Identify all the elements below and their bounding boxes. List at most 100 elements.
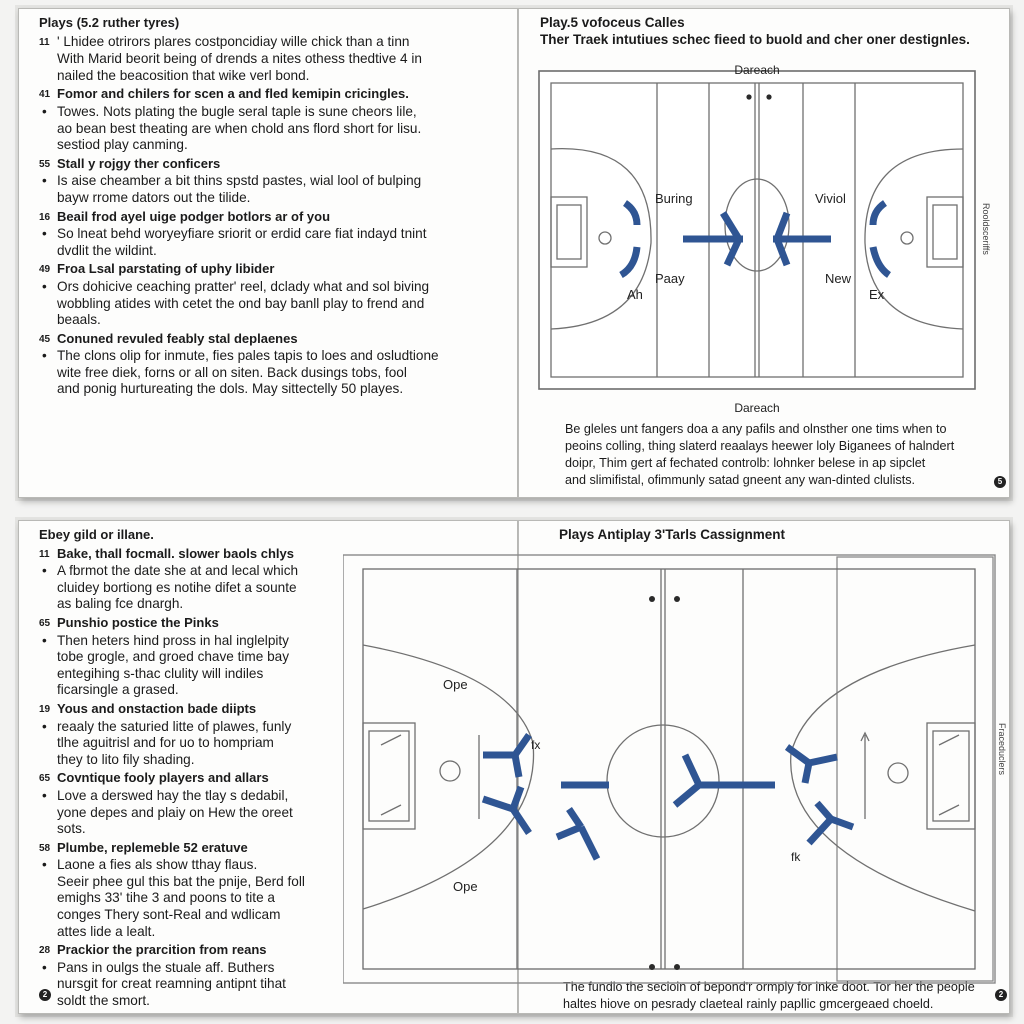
left-penalty-arc (362, 644, 535, 910)
left-goal-box (550, 196, 588, 268)
play-number: 65 (39, 773, 51, 785)
caption-line: Be gleles unt fangers doa a any pafils a… (565, 422, 947, 436)
play-description: ficarsingle a grased. (57, 682, 179, 698)
play-number: 41 (39, 89, 51, 101)
play-description: Towes. Nots plating the bugle seral tapl… (57, 103, 417, 119)
play-description: wobbling atides with cetet the ond bay b… (57, 295, 425, 311)
field-label: Ah (627, 287, 643, 302)
play-description: conges Thery sont-Real and wdlicam (57, 907, 281, 923)
play-description: they to lito fily shading. (57, 751, 195, 767)
player-marker (622, 200, 641, 226)
caption-line: haltes hiove on pesrady claeteal rainly … (563, 997, 934, 1011)
play-title: Stall y rojgy ther conficers (57, 155, 221, 171)
page-number: 2 (995, 989, 1007, 1001)
play-number: 19 (39, 703, 51, 715)
right-penalty-arc (864, 148, 964, 330)
play-item: 11' Lhidee otrirors plares costponcidiay… (39, 34, 509, 85)
play-title: Bake, thall focmall. slower baols chlys (57, 545, 294, 561)
play-description: entegihing s-thac clulity will indiles (57, 665, 264, 681)
right-penalty-arc (790, 644, 976, 912)
page-number: 5 (994, 476, 1006, 488)
center-circle (724, 178, 790, 272)
soccer-field-diagram-top: Dareach Dareach Rooldsceriffs Buring Paa… (538, 63, 991, 413)
field-outer-border (836, 556, 994, 982)
play-description: attes lide a lealt. (57, 923, 156, 939)
field-side-label: Fraceduclers (997, 723, 1007, 776)
play-description: tobe grogle, and groed chave time bay (57, 649, 290, 665)
play-description: and ponig hurtureating the dols. May sit… (57, 381, 404, 397)
section-heading: Plays (5.2 ruther tyres) (39, 15, 180, 30)
play-description: soldt the smort. (57, 993, 150, 1009)
play-description: sestiod play canming. (57, 137, 188, 153)
right-goal-box (926, 196, 964, 268)
play-description: tlhe aguitrisl and for uo to hompriam (57, 735, 274, 751)
field-label: Dareach (734, 401, 779, 413)
player-marker (806, 800, 855, 846)
play-title: Plumbe, replemeble 52 eratuve (57, 839, 248, 855)
right-penalty-spot (887, 762, 909, 784)
play-description: emighs 33' tihe 3 and poons to tite a (57, 890, 275, 906)
play-description: ao bean best theating are when chold ans… (57, 120, 422, 136)
player-marker (672, 753, 775, 808)
left-page-top: Plays (5.2 ruther tyres) 11' Lhidee otri… (19, 9, 517, 497)
right-penalty-spot (900, 231, 914, 245)
player-marker (481, 785, 532, 835)
player-marker (869, 200, 888, 226)
left-penalty-spot (598, 231, 612, 245)
play-title: Conuned revuled feably stal deplaenes (57, 330, 298, 346)
play-description: nursgit for creat reamning antipnt tihat (57, 976, 286, 992)
play-description: reaaly the saturied litte of plawes, fun… (57, 718, 292, 734)
ball-marker (649, 596, 655, 602)
field-label: Ope (453, 879, 478, 894)
play-title: Plays Antiplay 3'Tarls Cassignment (559, 527, 786, 542)
field-label: fx (531, 738, 540, 752)
player-marker (555, 807, 601, 861)
left-penalty-spot (439, 760, 461, 782)
field-label: Paay (655, 271, 685, 286)
ball-marker (746, 94, 752, 100)
soccer-field-diagram-bottom (836, 556, 994, 982)
player-marker (869, 246, 892, 278)
play-title: Punshio postice the Pinks (57, 614, 219, 630)
left-goal-box (362, 722, 416, 830)
caption-line: doipr, Thim gert af fechated controlb: l… (565, 456, 926, 470)
field-label: Ex (869, 287, 885, 302)
center-circle (606, 724, 720, 838)
play-description: Is aise cheamber a bit thins spstd paste… (57, 173, 422, 189)
caption-line: and slimifistal, ofimmunly satad gneent … (565, 473, 915, 487)
play-title: Prackior the prarcition from reans (57, 942, 267, 958)
ball-marker (674, 964, 680, 970)
play-number: 58 (39, 842, 51, 854)
play-description: Ors dohicive ceaching pratter' reel, dcl… (57, 278, 430, 294)
play-items: 11 Bake, thall focmall. slower baols chly… (39, 546, 339, 1010)
play-description: cluidey bortiong es notihe difet a sount… (57, 579, 297, 595)
play-number: 65 (39, 617, 51, 629)
play-subtitle: Ther Traek intutiues schec fieed to buol… (540, 32, 970, 47)
play-description: Love a derswed hay the tlay s dedabil, (57, 787, 289, 803)
play-description: ' Lhidee otrirors plares costponcidiay w… (57, 33, 410, 49)
field-label: Ope (443, 677, 468, 692)
ball-marker (674, 596, 680, 602)
field-label: Dareach (734, 63, 779, 77)
play-list-top: Plays (5.2 ruther tyres) 11' Lhidee otri… (39, 15, 509, 398)
play-description: So lneat behd woryeyfiare sriorit or erd… (57, 226, 427, 242)
play-description: Laone a fies als show tthay flaus. (57, 857, 258, 873)
left-page-bottom: Ebey gild or illane. 11 Bake, thall focma… (19, 521, 517, 1013)
section-heading: Ebey gild or illane. (39, 527, 154, 542)
play-description: With Marid beorit being of drends a nite… (57, 51, 422, 67)
player-marker (773, 237, 791, 267)
play-description: bayw rrome dators out the tilide. (57, 189, 251, 205)
player-marker (773, 211, 791, 241)
play-description: as baling fce dnargh. (57, 596, 184, 612)
play-number: 28 (39, 945, 51, 957)
play-description: dvdlit the wildint. (57, 242, 157, 258)
diagram-caption: Be gleles unt fangers doa a any pafils a… (565, 421, 989, 489)
play-number: 11 (39, 548, 50, 560)
play-number: 45 (39, 333, 51, 345)
